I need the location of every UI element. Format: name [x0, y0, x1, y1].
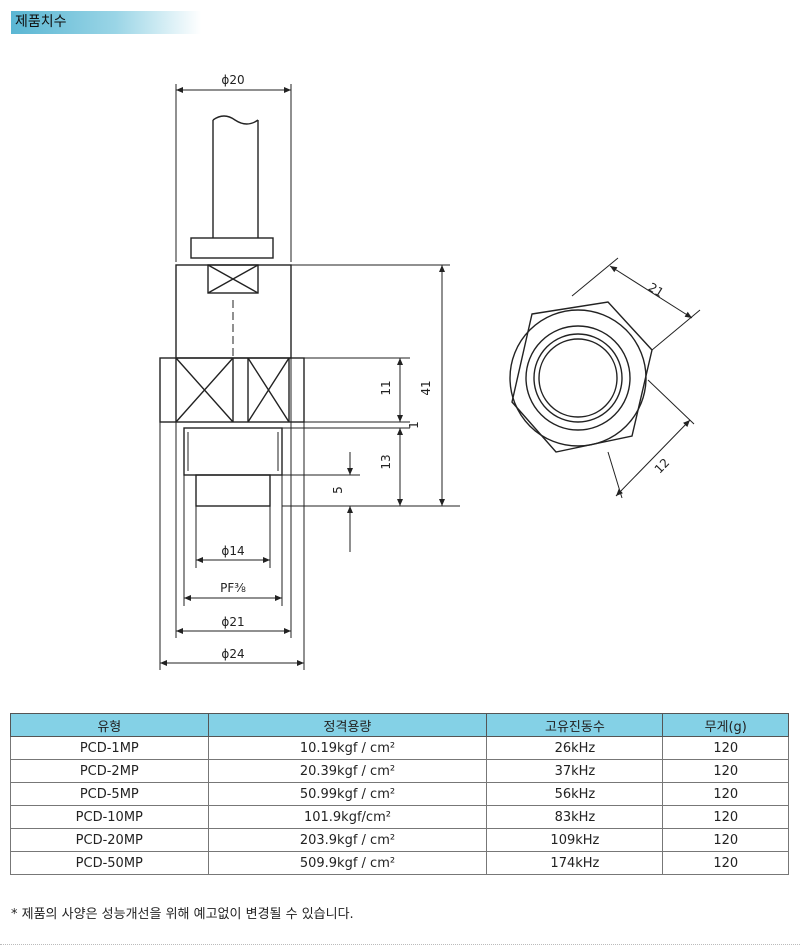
dim-13-label: 13	[379, 454, 393, 469]
dim-41-label: 41	[419, 380, 433, 395]
dim-12-label: 12	[652, 456, 673, 477]
section-title: 제품치수	[11, 11, 201, 34]
cell-weight: 120	[662, 782, 789, 806]
cell-capacity: 50.99kgf / cm²	[207, 782, 488, 806]
dim-pf-label: PF⅜	[220, 581, 246, 595]
cell-frequency: 109kHz	[486, 828, 664, 852]
header-frequency: 고유진동수	[486, 713, 664, 737]
cell-capacity: 203.9kgf / cm²	[207, 828, 488, 852]
cell-weight: 120	[662, 805, 789, 829]
cell-type: PCD-5MP	[10, 782, 209, 806]
dim-1-label: 1	[407, 421, 421, 429]
cell-frequency: 83kHz	[486, 805, 664, 829]
dim-phi20-label: ϕ20	[221, 73, 244, 87]
table-row: PCD-5MP 50.99kgf / cm² 56kHz 120	[10, 782, 789, 806]
table-row: PCD-1MP 10.19kgf / cm² 26kHz 120	[10, 736, 789, 760]
cell-weight: 120	[662, 759, 789, 783]
dim-11-label: 11	[379, 380, 393, 395]
dim-phi24-label: ϕ24	[221, 647, 244, 661]
cell-capacity: 10.19kgf / cm²	[207, 736, 488, 760]
cell-capacity: 509.9kgf / cm²	[207, 851, 488, 875]
table-row: PCD-50MP 509.9kgf / cm² 174kHz 120	[10, 851, 789, 875]
footnote: * 제품의 사양은 성능개선을 위해 예고없이 변경될 수 있습니다.	[11, 907, 354, 922]
cell-capacity: 101.9kgf/cm²	[207, 805, 488, 829]
table-header-row: 유형 정격용량 고유진동수 무게(g)	[10, 713, 789, 737]
header-type: 유형	[10, 713, 209, 737]
cell-frequency: 174kHz	[486, 851, 664, 875]
bottom-divider	[0, 944, 800, 945]
table-row: PCD-2MP 20.39kgf / cm² 37kHz 120	[10, 759, 789, 783]
cell-type: PCD-20MP	[10, 828, 209, 852]
cell-frequency: 56kHz	[486, 782, 664, 806]
cell-frequency: 26kHz	[486, 736, 664, 760]
header-capacity: 정격용량	[207, 713, 488, 737]
cell-type: PCD-10MP	[10, 805, 209, 829]
cell-weight: 120	[662, 851, 789, 875]
cell-weight: 120	[662, 736, 789, 760]
cell-weight: 120	[662, 828, 789, 852]
cell-type: PCD-2MP	[10, 759, 209, 783]
table-row: PCD-20MP 203.9kgf / cm² 109kHz 120	[10, 828, 789, 852]
cell-type: PCD-50MP	[10, 851, 209, 875]
spec-table: 유형 정격용량 고유진동수 무게(g) PCD-1MP 10.19kgf / c…	[10, 713, 789, 875]
dim-phi21-label: ϕ21	[221, 615, 244, 629]
cell-type: PCD-1MP	[10, 736, 209, 760]
dimension-drawing: ϕ20 ϕ14 PF⅜ ϕ21 ϕ24 41 11 1 13 5 21 12	[159, 73, 701, 670]
cell-frequency: 37kHz	[486, 759, 664, 783]
dim-21-label: 21	[646, 280, 666, 300]
dim-5-label: 5	[331, 486, 345, 494]
table-row: PCD-10MP 101.9kgf/cm² 83kHz 120	[10, 805, 789, 829]
header-weight: 무게(g)	[662, 713, 789, 737]
dim-phi14-label: ϕ14	[221, 544, 244, 558]
cell-capacity: 20.39kgf / cm²	[207, 759, 488, 783]
